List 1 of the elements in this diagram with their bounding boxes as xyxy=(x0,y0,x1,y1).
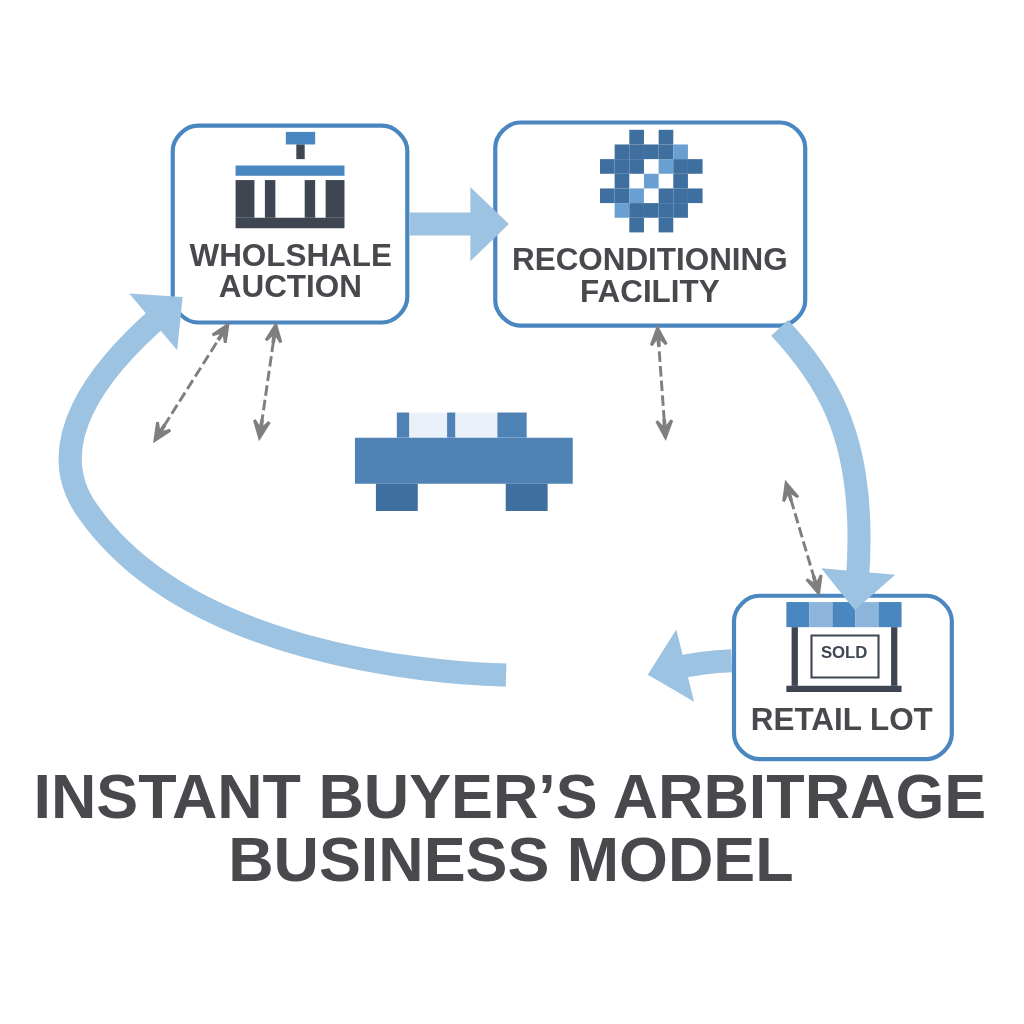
diagram-title: INSTANT BUYER’S ARBITRAGE BUSINESS MODEL xyxy=(33,760,987,894)
